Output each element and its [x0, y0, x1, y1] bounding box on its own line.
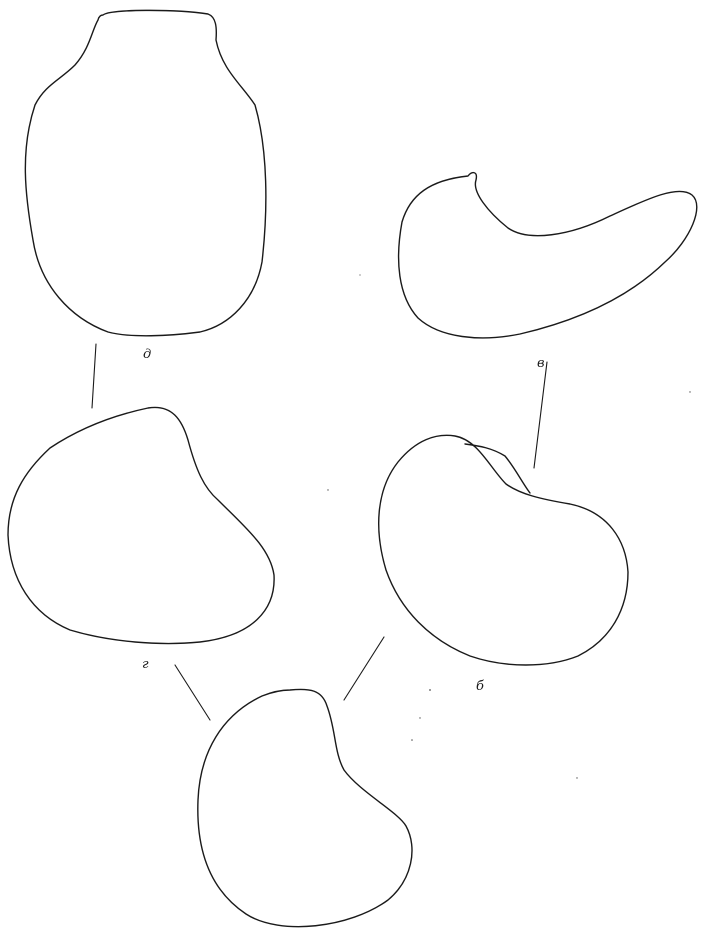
- shape-d-outline: [25, 10, 266, 335]
- speck: [576, 777, 577, 778]
- label-g: г: [142, 657, 149, 672]
- speck: [327, 489, 328, 490]
- connector-g-bottom: [175, 665, 210, 720]
- speck: [411, 739, 413, 741]
- label-b: б: [476, 679, 484, 694]
- speck: [689, 391, 690, 392]
- connector-v-b: [534, 362, 547, 468]
- speck: [419, 717, 420, 718]
- shape-bottom-outline: [198, 689, 412, 926]
- connector-b-bottom: [344, 637, 384, 700]
- shape-b-notch: [465, 444, 530, 493]
- shape-g-outline: [8, 407, 274, 643]
- shape-v-outline: [399, 173, 697, 338]
- label-d: д: [143, 347, 151, 362]
- connector-d-g: [92, 344, 96, 408]
- shape-b-outline: [379, 435, 628, 665]
- label-v: в: [537, 356, 545, 371]
- speck: [429, 689, 431, 691]
- speck: [359, 274, 360, 275]
